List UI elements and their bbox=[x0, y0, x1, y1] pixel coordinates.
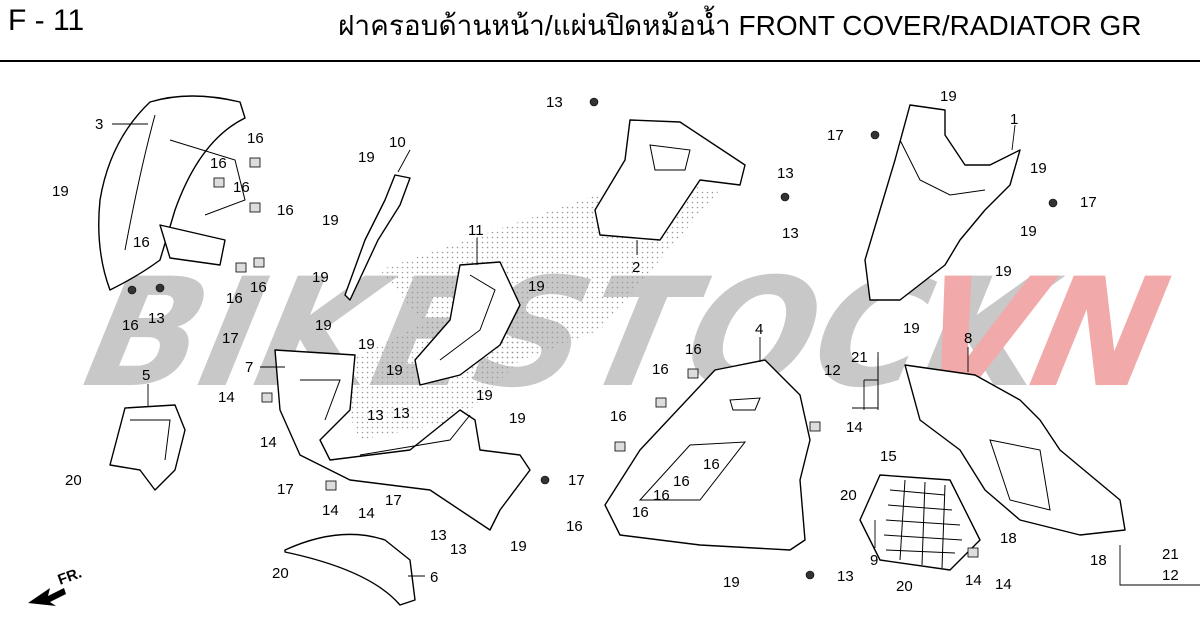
label-14: 14 bbox=[846, 419, 863, 436]
label-17: 17 bbox=[277, 481, 294, 498]
label-17: 17 bbox=[385, 492, 402, 509]
part-11-inner-cover bbox=[414, 261, 521, 386]
label-17: 17 bbox=[222, 330, 239, 347]
label-19: 19 bbox=[995, 263, 1012, 280]
label-16: 16 bbox=[122, 317, 139, 334]
label-part-9: 9 bbox=[870, 552, 878, 569]
fastener-markers bbox=[127, 97, 1058, 580]
label-16: 16 bbox=[226, 290, 243, 307]
label-17: 17 bbox=[568, 472, 585, 489]
label-16: 16 bbox=[233, 179, 250, 196]
front-arrow-icon bbox=[28, 588, 66, 606]
label-16: 16 bbox=[703, 456, 720, 473]
label-19: 19 bbox=[1020, 223, 1037, 240]
label-16: 16 bbox=[247, 130, 264, 147]
label-16: 16 bbox=[277, 202, 294, 219]
label-19: 19 bbox=[1030, 160, 1047, 177]
label-13: 13 bbox=[367, 407, 384, 424]
label-13: 13 bbox=[837, 568, 854, 585]
label-20: 20 bbox=[272, 565, 289, 582]
label-19: 19 bbox=[528, 278, 545, 295]
label-20: 20 bbox=[840, 487, 857, 504]
label-13: 13 bbox=[450, 541, 467, 558]
label-13: 13 bbox=[430, 527, 447, 544]
label-16: 16 bbox=[133, 234, 150, 251]
label-part-11: 11 bbox=[468, 222, 484, 239]
label-19: 19 bbox=[510, 538, 527, 555]
fr-label: FR. bbox=[56, 565, 85, 589]
label-19: 19 bbox=[358, 336, 375, 353]
label-14: 14 bbox=[322, 502, 339, 519]
part-10-stay bbox=[344, 174, 411, 301]
label-16: 16 bbox=[566, 518, 583, 535]
part-4-side-cover bbox=[604, 359, 811, 551]
label-15: 15 bbox=[880, 448, 897, 465]
label-part-2: 2 bbox=[632, 259, 640, 276]
front-direction-indicator: FR. bbox=[28, 565, 84, 606]
label-20: 20 bbox=[896, 578, 913, 595]
label-part-6: 6 bbox=[430, 569, 438, 586]
part-8-radiator-cover bbox=[904, 364, 1126, 536]
label-16: 16 bbox=[632, 504, 649, 521]
part-5-bracket bbox=[109, 404, 186, 491]
fastener-number-labels: 16 16 16 16 16 16 16 16 19 13 19 19 19 1… bbox=[52, 88, 1179, 595]
label-21: 21 bbox=[1162, 546, 1179, 563]
label-19: 19 bbox=[322, 212, 339, 229]
label-16: 16 bbox=[652, 361, 669, 378]
label-19: 19 bbox=[940, 88, 957, 105]
label-14: 14 bbox=[218, 389, 235, 406]
label-13: 13 bbox=[777, 165, 794, 182]
label-part-1: 1 bbox=[1010, 111, 1018, 128]
label-part-3: 3 bbox=[95, 116, 103, 133]
label-16: 16 bbox=[610, 408, 627, 425]
label-19: 19 bbox=[312, 269, 329, 286]
label-14: 14 bbox=[358, 505, 375, 522]
label-16: 16 bbox=[673, 473, 690, 490]
label-18: 18 bbox=[1090, 552, 1107, 569]
label-part-10: 10 bbox=[389, 134, 406, 151]
label-12: 12 bbox=[824, 362, 841, 379]
part-7-inner-cover bbox=[274, 349, 531, 531]
label-16: 16 bbox=[210, 155, 227, 172]
label-12: 12 bbox=[1162, 567, 1179, 584]
label-19: 19 bbox=[903, 320, 920, 337]
part-9-radiator-grille bbox=[859, 474, 981, 571]
part-6-lower-cover bbox=[284, 533, 416, 606]
label-19: 19 bbox=[358, 149, 375, 166]
label-part-5: 5 bbox=[142, 367, 150, 384]
part-2-top-cover bbox=[594, 119, 746, 241]
label-14: 14 bbox=[995, 576, 1012, 593]
label-21: 21 bbox=[851, 349, 868, 366]
label-13: 13 bbox=[782, 225, 799, 242]
label-14: 14 bbox=[965, 572, 982, 589]
label-part-4: 4 bbox=[755, 321, 763, 338]
label-14: 14 bbox=[260, 434, 277, 451]
label-19: 19 bbox=[509, 410, 526, 427]
label-19: 19 bbox=[476, 387, 493, 404]
label-19: 19 bbox=[52, 183, 69, 200]
part-number-labels: 1 2 3 4 5 6 7 8 9 10 11 bbox=[95, 111, 1018, 586]
label-13: 13 bbox=[546, 94, 563, 111]
label-19: 19 bbox=[315, 317, 332, 334]
part-1-center-frame bbox=[864, 104, 1021, 301]
label-13: 13 bbox=[148, 310, 165, 327]
label-16: 16 bbox=[653, 487, 670, 504]
figure-code: F - 11 bbox=[8, 4, 85, 37]
label-16: 16 bbox=[685, 341, 702, 358]
figure-title: ฝาครอบด้านหน้า/แผ่นปิดหม้อน้ำ FRONT COVE… bbox=[338, 10, 1142, 41]
bracket-boxes bbox=[852, 352, 1200, 586]
label-19: 19 bbox=[386, 362, 403, 379]
part-3-front-cover bbox=[98, 95, 246, 291]
label-part-7: 7 bbox=[245, 359, 253, 376]
label-18: 18 bbox=[1000, 530, 1017, 547]
label-17: 17 bbox=[1080, 194, 1097, 211]
label-20: 20 bbox=[65, 472, 82, 489]
label-13: 13 bbox=[393, 405, 410, 422]
label-19: 19 bbox=[723, 574, 740, 591]
label-16: 16 bbox=[250, 279, 267, 296]
label-17: 17 bbox=[827, 127, 844, 144]
label-part-8: 8 bbox=[964, 330, 972, 347]
header-rule bbox=[0, 60, 1200, 62]
